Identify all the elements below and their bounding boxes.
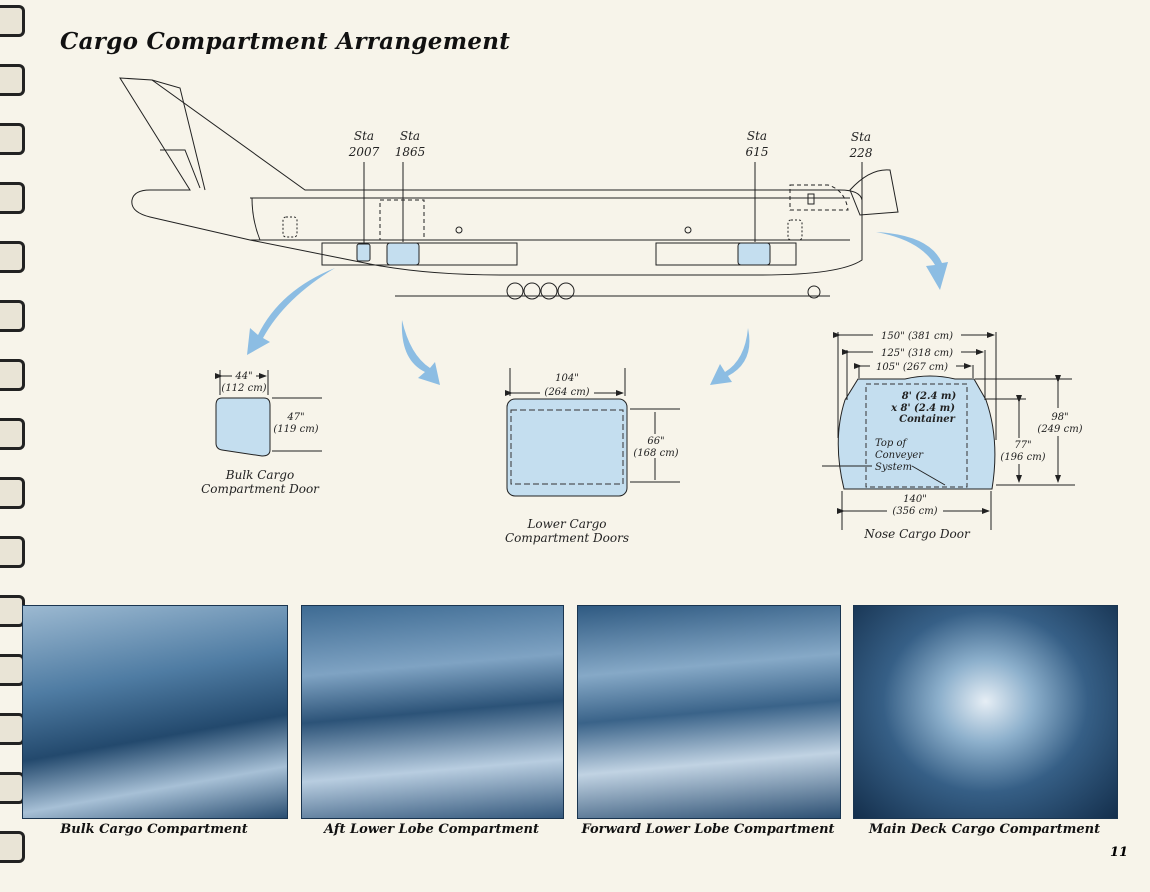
station-label: Sta	[354, 129, 374, 143]
bulk-door-diagram: 44" (112 cm) 47" (119 cm) Bulk Cargo Com…	[201, 370, 322, 496]
photo-caption: Forward Lower Lobe Compartment	[581, 822, 835, 837]
nose-bottom-width-cm: (356 cm)	[892, 506, 937, 517]
lower-caption: Lower Cargo	[526, 517, 606, 531]
container-size: x 8' (2.4 m)	[890, 403, 955, 414]
arrow-icon	[247, 268, 335, 355]
bulk-caption: Compartment Door	[201, 482, 320, 496]
photo-forward-lower-lobe	[577, 605, 841, 819]
lower-door-diagram: 104" (264 cm) 66" (168 cm) Lower Cargo C…	[505, 368, 680, 545]
photo-caption: Bulk Cargo Compartment	[60, 822, 248, 837]
lower-width: 104"	[555, 373, 579, 384]
arrow-icon	[710, 328, 750, 385]
container-label: Container	[899, 414, 955, 425]
station-number: 615	[746, 145, 769, 159]
conveyer-label: Conveyer	[875, 450, 924, 461]
nose-caption: Nose Cargo Door	[863, 527, 971, 541]
station-number: 2007	[348, 145, 380, 159]
photo-caption: Main Deck Cargo Compartment	[868, 822, 1101, 837]
lower-height-cm: (168 cm)	[633, 448, 678, 459]
station-number: 228	[849, 146, 873, 160]
pointer-arrows	[247, 232, 948, 385]
station-labels: Sta 2007 Sta 1865 Sta 615 Sta 228	[348, 129, 873, 160]
photo-caption: Aft Lower Lobe Compartment	[324, 822, 539, 837]
container-size: 8' (2.4 m)	[902, 391, 957, 402]
lower-height: 66"	[647, 436, 664, 447]
bulk-height-cm: (119 cm)	[273, 424, 318, 435]
nose-width-125: 125" (318 cm)	[881, 348, 953, 359]
page-number: 11	[1110, 845, 1129, 860]
nose-width-150: 150" (381 cm)	[881, 331, 953, 342]
lower-caption: Compartment Doors	[505, 531, 629, 545]
nose-height-98: 98"	[1051, 412, 1068, 423]
photo-main-deck	[853, 605, 1118, 819]
station-number: 1865	[395, 145, 426, 159]
arrow-icon	[876, 232, 948, 290]
bulk-width: 44"	[234, 371, 252, 382]
lower-width-cm: (264 cm)	[544, 387, 589, 398]
photo-bulk-cargo	[22, 605, 288, 819]
bulk-height: 47"	[286, 412, 304, 423]
airplane-side-view	[119, 77, 899, 300]
bulk-caption: Bulk Cargo	[225, 468, 294, 482]
nose-bottom-width: 140"	[903, 494, 927, 505]
photo-aft-lower-lobe	[301, 605, 564, 819]
station-label: Sta	[747, 129, 767, 143]
page-title: Cargo Compartment Arrangement	[60, 28, 511, 55]
cargo-diagram: Sta 2007 Sta 1865 Sta 615 Sta 228 44" (112 c…	[119, 77, 1084, 545]
arrow-icon	[401, 320, 440, 385]
conveyer-label: System	[875, 462, 912, 473]
nose-height-77: 77"	[1014, 440, 1031, 451]
station-label: Sta	[851, 130, 871, 144]
conveyer-label: Top of	[875, 438, 909, 449]
station-label: Sta	[400, 129, 420, 143]
bulk-width-cm: (112 cm)	[221, 383, 266, 394]
nose-door-diagram: 150" (381 cm) 125" (318 cm) 105" (267 cm…	[822, 329, 1084, 541]
nose-height-98-cm: (249 cm)	[1037, 424, 1082, 435]
nose-width-105: 105" (267 cm)	[876, 362, 948, 373]
nose-height-77-cm: (196 cm)	[1000, 452, 1045, 463]
door-markers	[356, 242, 771, 266]
